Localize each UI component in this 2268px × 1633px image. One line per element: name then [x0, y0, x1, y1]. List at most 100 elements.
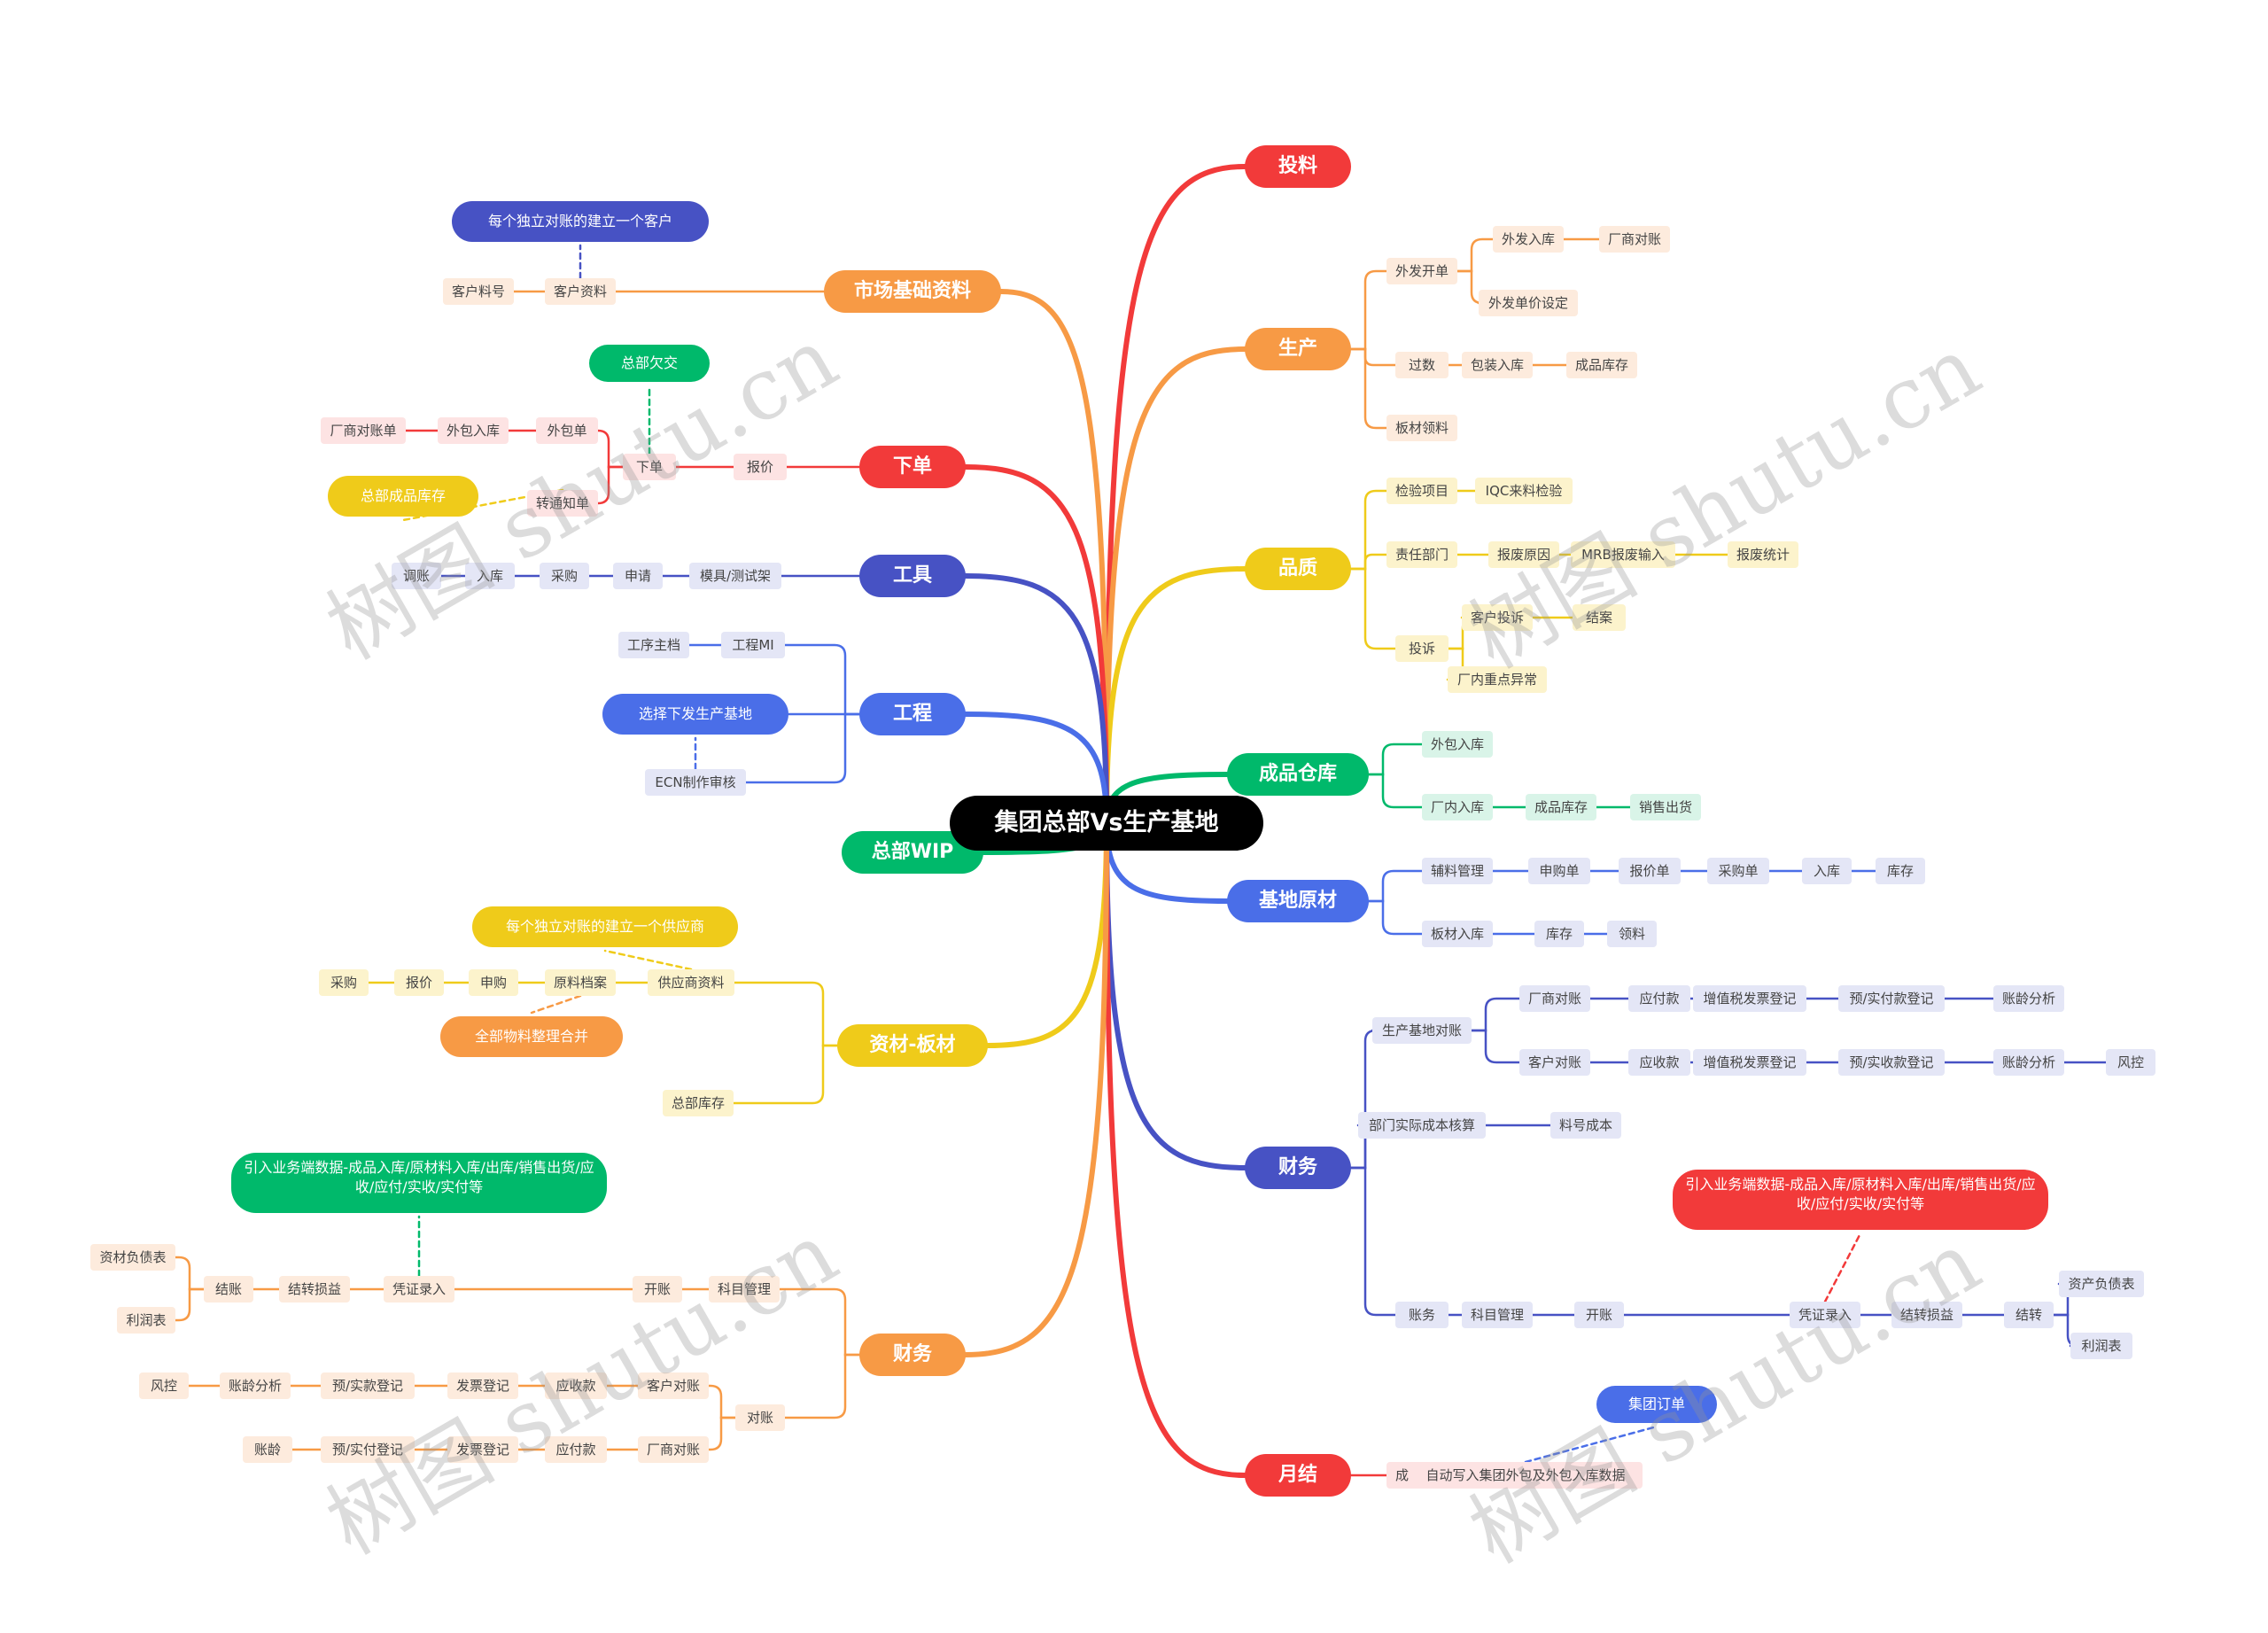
- leaf-node-库存LB2[interactable]: 库存: [1534, 921, 1584, 947]
- leaf-node-投诉[interactable]: 投诉: [1395, 635, 1449, 662]
- leaf-node-自动写入[interactable]: 自动写入集团外包及外包入库数据: [1409, 1462, 1643, 1489]
- leaf-node-客户对账L[interactable]: 客户对账: [638, 1372, 709, 1399]
- leaf-node-应收款L[interactable]: 应收款: [545, 1372, 607, 1399]
- leaf-node-总部库存[interactable]: 总部库存: [663, 1090, 734, 1116]
- leaf-node-库存LB[interactable]: 库存: [1876, 858, 1925, 884]
- leaf-node-应付款R[interactable]: 应付款: [1628, 985, 1690, 1012]
- leaf-node-账龄分析R1[interactable]: 账龄分析: [1993, 985, 2064, 1012]
- leaf-node-供应商资料[interactable]: 供应商资料: [648, 969, 734, 996]
- leaf-node-厂商对账单[interactable]: 厂商对账单: [321, 417, 406, 444]
- leaf-node-开账L[interactable]: 开账: [633, 1276, 682, 1303]
- leaf-node-预-实款登记L[interactable]: 预/实款登记: [321, 1372, 415, 1399]
- leaf-node-报价[interactable]: 报价: [734, 454, 787, 480]
- leaf-node-模具-测试架[interactable]: 模具/测试架: [689, 563, 781, 589]
- leaf-node-工程MI[interactable]: 工程MI: [721, 632, 785, 658]
- leaf-node-报价Y[interactable]: 报价: [394, 969, 444, 996]
- leaf-node-工序主档[interactable]: 工序主档: [618, 632, 689, 658]
- leaf-node-外包入库L[interactable]: 外包入库: [438, 417, 509, 444]
- leaf-node-账龄L2[interactable]: 账龄: [243, 1436, 292, 1463]
- leaf-node-外包单[interactable]: 外包单: [536, 417, 598, 444]
- branch-node-工程[interactable]: 工程: [859, 693, 966, 735]
- leaf-node-领料[interactable]: 领料: [1607, 921, 1657, 947]
- leaf-node-IQC来料检验[interactable]: IQC来料检验: [1475, 478, 1573, 504]
- callout-node-每个独立对账的建立一个客户[interactable]: 每个独立对账的建立一个客户: [452, 201, 709, 242]
- leaf-node-利润表R[interactable]: 利润表: [2070, 1333, 2132, 1359]
- callout-node-引入L[interactable]: 引入业务端数据-成品入库/原材料入库/出库/销售出货/应收/应付/实收/实付等: [231, 1153, 607, 1213]
- leaf-node-过数[interactable]: 过数: [1395, 352, 1449, 378]
- leaf-node-外包入库G[interactable]: 外包入库: [1422, 731, 1493, 758]
- leaf-node-结案[interactable]: 结案: [1573, 604, 1626, 631]
- leaf-node-责任部门[interactable]: 责任部门: [1386, 541, 1457, 568]
- leaf-node-应收款R[interactable]: 应收款: [1628, 1049, 1690, 1076]
- callout-node-总部成品库存[interactable]: 总部成品库存: [328, 476, 478, 517]
- leaf-node-增值税发票登记R1[interactable]: 增值税发票登记: [1693, 985, 1806, 1012]
- branch-node-生产[interactable]: 生产: [1245, 328, 1351, 370]
- branch-node-基地原材[interactable]: 基地原材: [1227, 880, 1369, 922]
- leaf-node-原料档案[interactable]: 原料档案: [545, 969, 616, 996]
- leaf-node-厂内入库[interactable]: 厂内入库: [1422, 794, 1493, 820]
- leaf-node-凭证录入R[interactable]: 凭证录入: [1790, 1302, 1860, 1328]
- leaf-node-报价单[interactable]: 报价单: [1619, 858, 1681, 884]
- leaf-node-料号成本[interactable]: 料号成本: [1550, 1112, 1621, 1139]
- leaf-node-账龄分析L[interactable]: 账龄分析: [220, 1372, 291, 1399]
- leaf-node-外发开单[interactable]: 外发开单: [1386, 258, 1457, 284]
- leaf-node-结转R[interactable]: 结转: [2004, 1302, 2054, 1328]
- leaf-node-下单L[interactable]: 下单: [623, 454, 676, 480]
- leaf-node-科目管理R[interactable]: 科目管理: [1462, 1302, 1533, 1328]
- leaf-node-入库T[interactable]: 入库: [465, 563, 515, 589]
- branch-node-财务R[interactable]: 财务: [1245, 1147, 1351, 1189]
- leaf-node-检验项目[interactable]: 检验项目: [1386, 478, 1457, 504]
- leaf-node-申购单[interactable]: 申购单: [1528, 858, 1590, 884]
- leaf-node-增值税发票登记R2[interactable]: 增值税发票登记: [1693, 1049, 1806, 1076]
- leaf-node-科目管理L[interactable]: 科目管理: [709, 1276, 780, 1303]
- leaf-node-发票登记L2[interactable]: 发票登记: [447, 1436, 518, 1463]
- branch-node-市场基础资料[interactable]: 市场基础资料: [824, 270, 1001, 313]
- callout-node-全部物料整理合并[interactable]: 全部物料整理合并: [440, 1016, 623, 1057]
- leaf-node-预-实付登记L[interactable]: 预/实付登记: [321, 1436, 415, 1463]
- leaf-node-申购[interactable]: 申购: [469, 969, 518, 996]
- callout-node-每个独立对账的建立一个供应商[interactable]: 每个独立对账的建立一个供应商: [472, 906, 738, 947]
- leaf-node-包装入库[interactable]: 包装入库: [1462, 352, 1533, 378]
- leaf-node-采购Y[interactable]: 采购: [319, 969, 369, 996]
- leaf-node-转通知单[interactable]: 转通知单: [527, 490, 598, 517]
- leaf-node-厂内重点异常[interactable]: 厂内重点异常: [1448, 666, 1547, 693]
- leaf-node-采购T[interactable]: 采购: [540, 563, 589, 589]
- leaf-node-利润表L[interactable]: 利润表: [117, 1307, 175, 1334]
- branch-node-成品仓库[interactable]: 成品仓库: [1227, 753, 1369, 796]
- leaf-node-账龄分析R2[interactable]: 账龄分析: [1993, 1049, 2064, 1076]
- leaf-node-应付款L[interactable]: 应付款: [545, 1436, 607, 1463]
- leaf-node-报废统计[interactable]: 报废统计: [1728, 541, 1798, 568]
- leaf-node-客户对账R[interactable]: 客户对账: [1519, 1049, 1590, 1076]
- branch-node-月结[interactable]: 月结: [1245, 1454, 1351, 1497]
- leaf-node-结转损益R[interactable]: 结转损益: [1891, 1302, 1962, 1328]
- leaf-node-部门实际成本核算[interactable]: 部门实际成本核算: [1358, 1112, 1486, 1139]
- leaf-node-结转损益L[interactable]: 结转损益: [279, 1276, 350, 1303]
- branch-node-投料[interactable]: 投料: [1245, 145, 1351, 188]
- leaf-node-申请[interactable]: 申请: [613, 563, 663, 589]
- leaf-node-采购单[interactable]: 采购单: [1707, 858, 1769, 884]
- leaf-node-账务[interactable]: 账务: [1395, 1302, 1449, 1328]
- leaf-node-开账R[interactable]: 开账: [1574, 1302, 1624, 1328]
- leaf-node-预-实付款登记R[interactable]: 预/实付款登记: [1838, 985, 1945, 1012]
- leaf-node-风控R[interactable]: 风控: [2106, 1049, 2155, 1076]
- leaf-node-发票登记L1[interactable]: 发票登记: [447, 1372, 518, 1399]
- leaf-node-厂商对账R[interactable]: 厂商对账: [1519, 985, 1590, 1012]
- leaf-node-MRB报废输入[interactable]: MRB报废输入: [1571, 541, 1675, 568]
- leaf-node-销售出货[interactable]: 销售出货: [1630, 794, 1701, 820]
- branch-node-财务L[interactable]: 财务: [859, 1334, 966, 1376]
- leaf-node-成品库存G[interactable]: 成品库存: [1526, 794, 1596, 820]
- leaf-node-结账[interactable]: 结账: [204, 1276, 253, 1303]
- leaf-node-板材入库[interactable]: 板材入库: [1422, 921, 1493, 947]
- leaf-node-辅料管理[interactable]: 辅料管理: [1422, 858, 1493, 884]
- branch-node-工具[interactable]: 工具: [859, 555, 966, 597]
- callout-node-集团订单[interactable]: 集团订单: [1596, 1386, 1717, 1423]
- callout-node-总部欠交[interactable]: 总部欠交: [589, 345, 710, 382]
- branch-node-下单[interactable]: 下单: [859, 446, 966, 488]
- leaf-node-预-实收款登记R[interactable]: 预/实收款登记: [1838, 1049, 1945, 1076]
- leaf-node-凭证录入L[interactable]: 凭证录入: [384, 1276, 454, 1303]
- leaf-node-客户投诉[interactable]: 客户投诉: [1462, 604, 1533, 631]
- leaf-node-调账[interactable]: 调账: [392, 563, 441, 589]
- leaf-node-报废原因[interactable]: 报废原因: [1488, 541, 1559, 568]
- callout-node-引入R[interactable]: 引入业务端数据-成品入库/原材料入库/出库/销售出货/应收/应付/实收/实付等: [1673, 1170, 2048, 1230]
- leaf-node-对账L[interactable]: 对账: [735, 1404, 785, 1431]
